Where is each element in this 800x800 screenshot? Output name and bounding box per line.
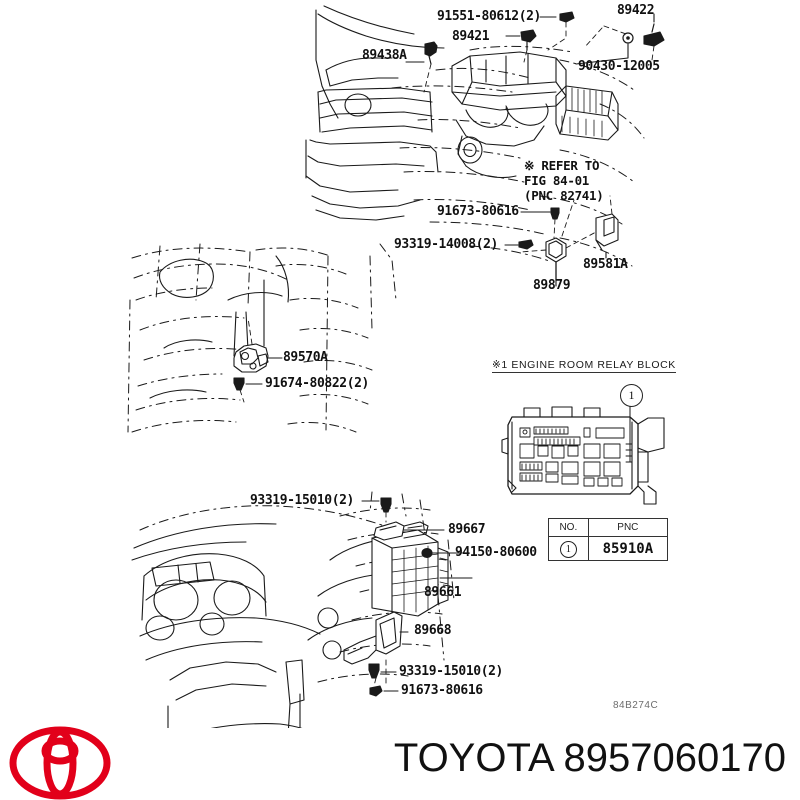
part-90430-icon bbox=[622, 32, 634, 44]
refer-line1: REFER TO bbox=[541, 158, 600, 173]
pnc-row-no: 1 bbox=[548, 536, 589, 561]
label-89668: 89668 bbox=[414, 623, 452, 638]
part-89570a-icon bbox=[233, 343, 269, 373]
engine-room-relay-block-illustration bbox=[501, 406, 665, 505]
label-89422: 89422 bbox=[617, 3, 655, 18]
part-89422-icon bbox=[643, 23, 665, 47]
toyota-logo bbox=[9, 726, 111, 800]
part-91673-bottom-icon bbox=[369, 685, 383, 697]
part-89438a-icon bbox=[424, 41, 438, 65]
pnc-row-pnc: 85910A bbox=[587, 536, 669, 561]
part-89581a-icon bbox=[595, 213, 619, 251]
front-vehicle-illustration bbox=[305, 5, 445, 221]
label-93319-15010-top: 93319-15010(2) bbox=[250, 493, 354, 508]
label-91674-80822: 91674-80822(2) bbox=[265, 376, 369, 391]
label-89438a: 89438A bbox=[362, 48, 407, 63]
relay-block-title: ※1 ENGINE ROOM RELAY BLOCK bbox=[492, 359, 676, 373]
relay-block-marker: ※1 bbox=[492, 359, 508, 371]
engine-room-junction-box-top bbox=[555, 85, 619, 141]
part-89421-icon bbox=[520, 29, 537, 51]
part-89661-ecu-icon bbox=[371, 529, 449, 617]
refer-marker: ※ bbox=[524, 158, 535, 173]
label-91673-80616-top: 91673-80616 bbox=[437, 204, 519, 219]
pnc-header-no: NO. bbox=[548, 518, 589, 537]
pnc-header-pnc: PNC bbox=[587, 518, 669, 537]
part-91551-icon bbox=[559, 11, 575, 23]
part-94150-80600-icon bbox=[421, 547, 433, 559]
engine-illustration bbox=[451, 51, 567, 179]
footer-part-number: TOYOTA 8957060170 bbox=[393, 736, 786, 780]
relay-block-title-text: ENGINE ROOM RELAY BLOCK bbox=[511, 359, 676, 371]
label-90430-12005: 90430-12005 bbox=[578, 59, 660, 74]
label-93319-15010-bottom: 93319-15010(2) bbox=[399, 664, 503, 679]
part-89879-icon bbox=[545, 237, 567, 281]
part-93319-14008-icon bbox=[518, 239, 534, 250]
label-94150-80600: 94150-80600 bbox=[455, 545, 537, 560]
label-89667: 89667 bbox=[448, 522, 486, 537]
part-91673-top-icon bbox=[550, 207, 560, 220]
label-89581a: 89581A bbox=[583, 257, 628, 272]
relay-block-callout-1: 1 bbox=[620, 384, 643, 407]
part-93319-15010-bottom-icon bbox=[368, 663, 380, 679]
label-89661: 89661 bbox=[424, 585, 462, 600]
part-91674-icon bbox=[233, 377, 245, 391]
pnc-table-row: 1 85910A bbox=[548, 536, 669, 561]
pnc-table-header-row: NO. PNC bbox=[548, 518, 669, 537]
footer-bar: TOYOTA 8957060170 bbox=[0, 726, 800, 800]
refer-line3: (PNC 82741) bbox=[524, 188, 604, 203]
refer-line2: FIG 84-01 bbox=[524, 173, 590, 188]
label-89570a: 89570A bbox=[283, 350, 328, 365]
part-89667-bracket-icon bbox=[373, 521, 429, 541]
pnc-table: NO. PNC 1 85910A bbox=[548, 518, 669, 561]
label-91551-80612: 91551-80612(2) bbox=[437, 9, 541, 24]
part-93319-15010-top-icon bbox=[380, 497, 392, 513]
label-89421: 89421 bbox=[452, 29, 490, 44]
part-89668-bracket-icon bbox=[343, 611, 403, 665]
label-89879: 89879 bbox=[533, 278, 571, 293]
label-93319-14008: 93319-14008(2) bbox=[394, 237, 498, 252]
rear-bumper-illustration bbox=[127, 243, 397, 433]
pnc-row-circled-number: 1 bbox=[559, 540, 577, 558]
diagram-code: 84B274C bbox=[613, 700, 659, 711]
label-91673-80616-bottom: 91673-80616 bbox=[401, 683, 483, 698]
